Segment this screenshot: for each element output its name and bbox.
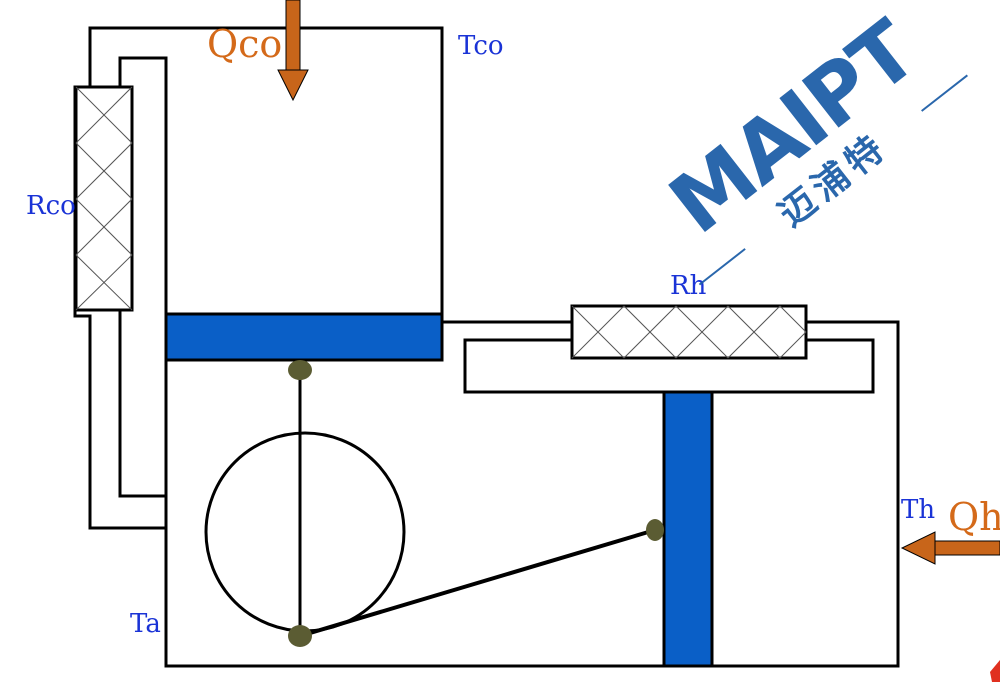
joint-crank <box>288 625 312 647</box>
label-qco: Qco <box>207 22 282 66</box>
label-ta: Ta <box>130 609 161 639</box>
cold-piston-bar <box>164 312 444 362</box>
crank-circle <box>204 431 406 633</box>
hot-piston-bar <box>662 390 714 668</box>
label-qh: Qh <box>948 495 1000 539</box>
label-tco: Tco <box>458 31 504 61</box>
qh-arrow-icon <box>900 531 1000 565</box>
label-th: Th <box>901 495 935 525</box>
rh-regenerator <box>570 304 808 360</box>
hot-connecting-rod <box>299 528 656 638</box>
rco-regenerator <box>74 85 134 312</box>
joint-cold-piston <box>288 360 312 380</box>
label-rco: Rco <box>26 191 76 221</box>
maipt-watermark-logo: MAIPT 迈浦特 <box>653 3 968 286</box>
corner-arrow-fragment <box>990 660 1000 682</box>
qco-arrow-icon <box>277 0 309 102</box>
label-rh: Rh <box>670 271 707 301</box>
joint-hot-piston <box>646 519 664 541</box>
